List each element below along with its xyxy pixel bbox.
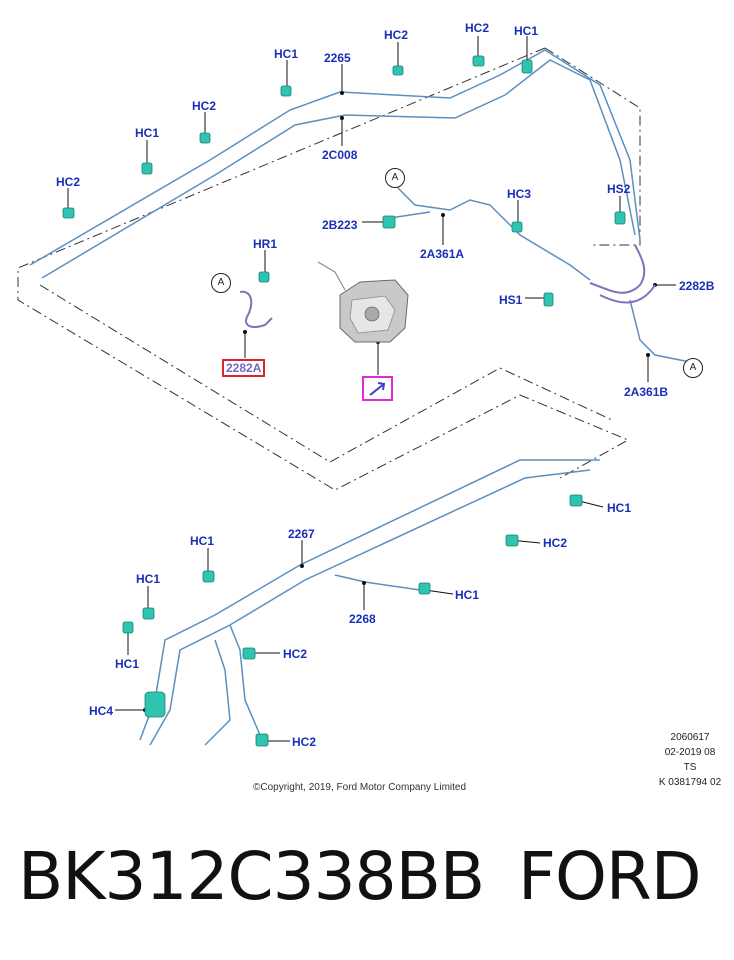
- reference-mark: A: [683, 358, 703, 378]
- brand-name: FORD: [518, 838, 702, 915]
- diagram-ref: K 0381794 02: [658, 777, 722, 788]
- brake-line-diagram: [17, 36, 691, 747]
- leader-dots: [66, 58, 657, 743]
- brake-hoses: [239, 244, 656, 328]
- callout-hc1: HC1: [136, 572, 161, 586]
- callout-hc2: HC2: [543, 536, 568, 550]
- leader-lines: [67, 36, 676, 742]
- callout-2268: 2268: [349, 612, 376, 626]
- callout-2c008: 2C008: [322, 148, 358, 162]
- callout-hc1: HC1: [115, 657, 140, 671]
- callout-hr1: HR1: [253, 237, 278, 251]
- callout-hc1: HC1: [514, 24, 539, 38]
- brake-caliper: [317, 261, 409, 343]
- part-number: BK312C338BB: [18, 838, 485, 915]
- reference-mark: A: [385, 168, 405, 188]
- callout-hc1: HC1: [190, 534, 215, 548]
- copyright-notice: ©Copyright, 2019, Ford Motor Company Lim…: [253, 782, 467, 793]
- callout-2b223: 2B223: [322, 218, 358, 232]
- callout-hc1: HC1: [135, 126, 160, 140]
- callout-hs1: HS1: [499, 293, 523, 307]
- callout-2265: 2265: [324, 51, 351, 65]
- callout-hc1: HC1: [455, 588, 480, 602]
- callout-hc2: HC2: [292, 735, 317, 749]
- diagram-code: 2060617: [670, 732, 710, 743]
- callout-hc2: HC2: [283, 647, 308, 661]
- highlighted-callout: [362, 376, 393, 401]
- diagram-metadata: 2060617 02-2019 08 TS K 0381794 02: [650, 730, 730, 790]
- callout-2a361b: 2A361B: [624, 385, 669, 399]
- upper-brake-pipes: [29, 49, 691, 363]
- callout-hc1: HC1: [607, 501, 632, 515]
- callout-hc2: HC2: [384, 28, 409, 42]
- callout-hc2: HC2: [192, 99, 217, 113]
- callout-2267: 2267: [288, 527, 315, 541]
- pipe-clips: [62, 55, 626, 747]
- reference-mark: A: [211, 273, 231, 293]
- callout-2282b: 2282B: [679, 279, 715, 293]
- callout-hc1: HC1: [274, 47, 299, 61]
- callout-hc2: HC2: [465, 21, 490, 35]
- callout-2282a: 2282A: [222, 359, 266, 377]
- callout-2a361a: 2A361A: [420, 247, 465, 261]
- callout-hc2: HC2: [56, 175, 81, 189]
- callout-hc4: HC4: [89, 704, 114, 718]
- callout-hc3: HC3: [507, 187, 532, 201]
- lower-brake-pipes: [139, 459, 600, 746]
- chassis-outline: [17, 47, 641, 491]
- diagram-region: TS: [683, 762, 697, 773]
- callout-hs2: HS2: [607, 182, 631, 196]
- diagram-date: 02-2019 08: [664, 747, 716, 758]
